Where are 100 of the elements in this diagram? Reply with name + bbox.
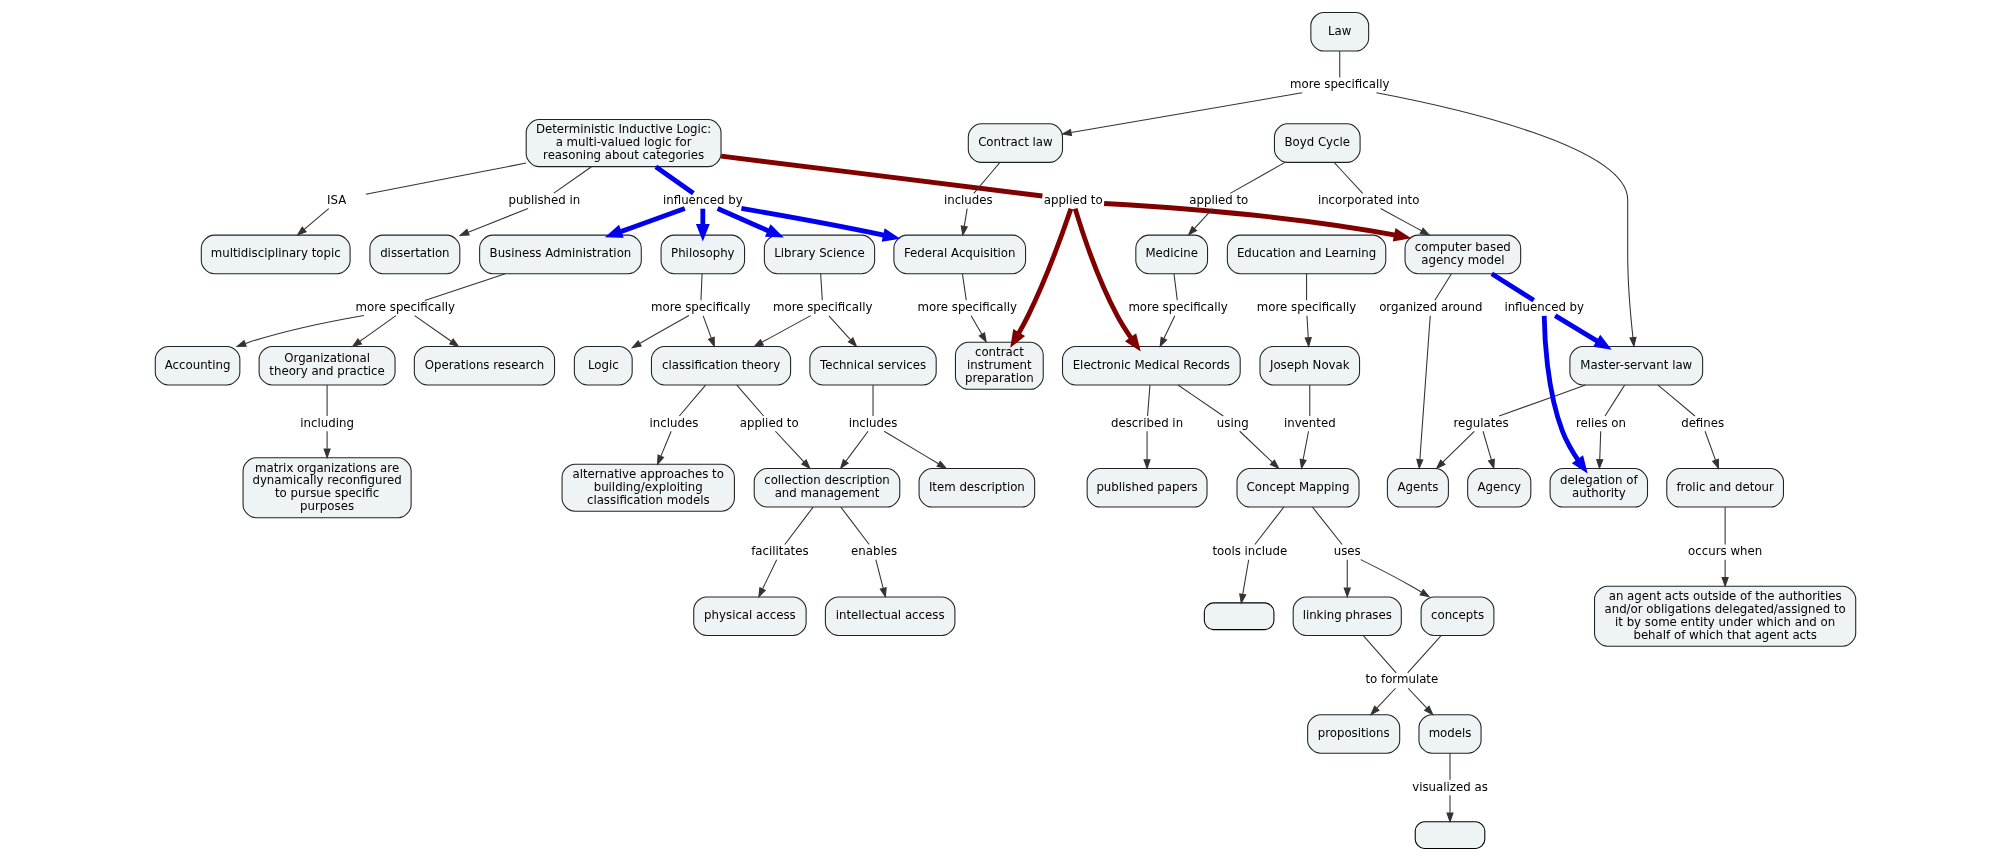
node-box: Library Science — [763, 234, 876, 275]
arrow — [1369, 687, 1397, 716]
node-box: Education and Learning — [1226, 234, 1387, 275]
node-box: linking phrases — [1292, 596, 1402, 637]
arrow — [414, 315, 460, 348]
node-box: contract instrument preparation — [954, 341, 1044, 390]
node-box: an agent acts outside of the authorities and/or obligations delegated/assigned to it by some entity under which and on behalf of which that agent acts — [1594, 585, 1857, 647]
connector — [872, 384, 874, 417]
node-box: Master-servant law — [1569, 345, 1704, 386]
node-text: uses — [1333, 544, 1361, 558]
arrow — [1435, 430, 1475, 470]
connector — [1333, 161, 1364, 194]
arrow — [1375, 92, 1637, 348]
node-box: Joseph Novak — [1259, 345, 1361, 386]
node-box: Operations research — [413, 345, 556, 386]
node-text: more specifically — [773, 299, 873, 314]
node-box: Technical services — [809, 345, 937, 386]
arrow — [1239, 559, 1250, 605]
connector — [654, 164, 695, 196]
node-text: using — [1216, 415, 1249, 430]
node-box — [1414, 821, 1486, 850]
connector — [961, 273, 967, 301]
node-text: described in — [1111, 415, 1184, 430]
node-text: more specifically — [355, 299, 455, 314]
node-text: applied to — [1189, 192, 1249, 207]
node-box: published papers — [1086, 467, 1208, 508]
arrow — [1187, 208, 1214, 237]
node-box: Concept Mapping — [1236, 467, 1360, 508]
node-box — [1203, 602, 1275, 631]
connector — [1604, 384, 1626, 417]
node-text: more specifically — [650, 299, 751, 314]
connector — [1147, 384, 1151, 417]
arrow — [1343, 559, 1351, 599]
node-box: physical access — [693, 596, 807, 637]
connector — [1311, 506, 1343, 545]
arrow — [1553, 313, 1612, 350]
node-text: includes — [848, 415, 898, 430]
connector — [1407, 635, 1442, 674]
arrow — [1010, 207, 1074, 348]
arrow — [1360, 559, 1431, 598]
connector — [1309, 384, 1311, 417]
node-box: Logic — [573, 345, 633, 386]
node-box: Agency — [1467, 467, 1532, 508]
node-box: Boyd Cycle — [1273, 123, 1361, 163]
node-text: facilitates — [751, 544, 809, 558]
connector — [1362, 635, 1397, 674]
node-box: dissertation — [369, 234, 461, 275]
node-text: relies on — [1575, 415, 1627, 430]
node-text: occurs when — [1688, 544, 1763, 558]
node-box: Electronic Medical Records — [1061, 345, 1241, 386]
node-text: enables — [851, 544, 898, 558]
node-text: includes — [649, 415, 699, 430]
node-box: models — [1418, 714, 1482, 754]
arrow — [1482, 430, 1495, 470]
arrow — [774, 430, 811, 470]
node-text: more specifically — [1128, 299, 1228, 314]
node-text: ISA — [327, 192, 347, 207]
arrow — [758, 559, 778, 599]
arrow — [630, 315, 690, 349]
arrow — [656, 430, 672, 466]
connector — [1306, 273, 1308, 301]
connector — [973, 161, 1001, 194]
arrow — [235, 314, 365, 347]
arrow — [604, 206, 686, 238]
connector — [1177, 384, 1224, 417]
connector — [678, 384, 707, 417]
node-text: invented — [1283, 415, 1336, 430]
arrow — [960, 208, 968, 237]
arrow — [351, 315, 397, 348]
arrow — [1596, 430, 1604, 470]
node-text: influenced by — [663, 192, 743, 207]
connector — [820, 273, 823, 301]
arrow — [1380, 207, 1431, 236]
arrow — [1407, 687, 1434, 716]
node-box: intellectual access — [824, 596, 956, 637]
node-box: Law — [1310, 11, 1370, 52]
arrow — [323, 430, 331, 460]
connector — [1449, 752, 1451, 781]
arrow — [1239, 430, 1280, 470]
node-box: delegation of authority — [1549, 467, 1649, 508]
node-box: collection description and management — [753, 467, 901, 508]
arrow — [1060, 92, 1303, 137]
node-box: Deterministic Inductive Logic: a multi-valued logic for reasoning about categories — [525, 119, 722, 168]
node-box: matrix organizations are dynamically reconfigured to pursue specific purposes — [242, 457, 412, 519]
node-text: tools include — [1212, 544, 1288, 558]
connector — [1229, 161, 1286, 194]
node-box: Agents — [1386, 467, 1449, 508]
arrow — [1304, 315, 1312, 348]
connector — [1434, 273, 1452, 301]
connector — [700, 273, 703, 301]
node-text: visualized as — [1412, 779, 1488, 794]
arrow — [1103, 201, 1412, 242]
connector — [365, 162, 527, 195]
node-box: Contract law — [967, 123, 1064, 163]
node-box: Accounting — [154, 345, 241, 386]
connector — [736, 384, 765, 417]
connector — [784, 506, 814, 545]
arrow — [741, 206, 901, 242]
arrow — [1159, 315, 1176, 348]
connector — [1498, 384, 1586, 417]
